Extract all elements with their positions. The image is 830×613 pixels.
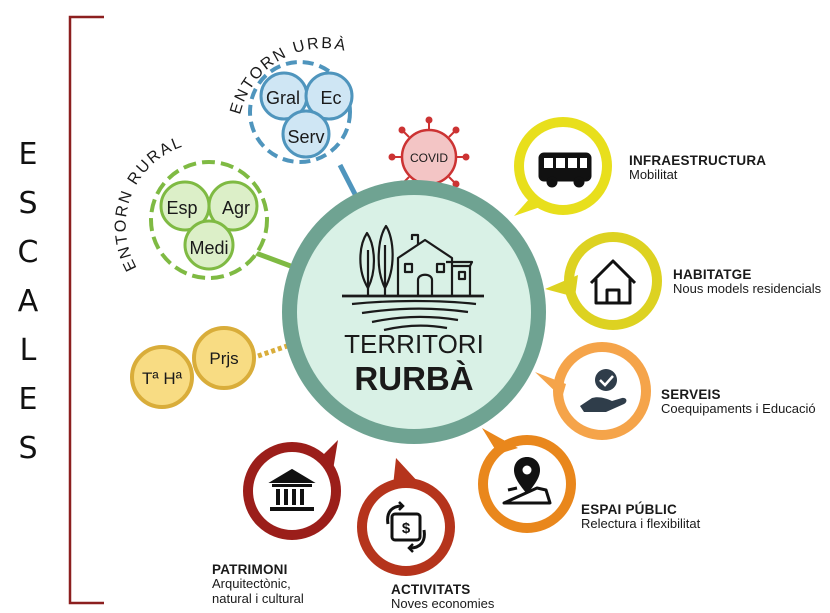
escales-letter: L [19,333,37,368]
escales-label: E S C A L E S [8,130,48,473]
label-patrimoni: PATRIMONI Arquitectònic, natural i cultu… [212,562,304,606]
label-title: HABITATGE [673,267,752,282]
label-subtitle: Mobilitat [629,167,678,183]
rural-esp-text: Esp [166,198,197,218]
history-projects-group: Tª Hª Prjs [130,326,256,409]
history-text: Tª Hª [142,369,183,388]
label-habitatge: HABITATGE Nous models residencials [673,267,821,297]
bus-icon [538,152,592,188]
label-title: PATRIMONI [212,562,288,577]
label-title: SERVEIS [661,387,721,402]
bubble-serveis [535,342,651,440]
connector-time [257,342,291,359]
urba-serv-text: Serv [287,127,324,147]
bubble-patrimoni [243,440,341,540]
territori-rurba-center: TERRITORI RURBÀ [282,180,546,444]
hand-check-icon [580,369,627,412]
projects-circle [192,326,256,390]
label-espai-public: ESPAI PÚBLIC Relectura i flexibilitat [581,502,700,532]
label-title: INFRAESTRUCTURA [629,153,767,168]
bubble-infraestructura [514,117,612,216]
label-subtitle: Coequipaments i Educació [661,401,816,417]
label-subtitle: Arquitectònic, [212,576,291,592]
entorn-rural-group: Esp Agr Medi ENTORN RURAL [113,134,269,280]
history-circle [130,345,194,409]
svg-text:$: $ [402,520,411,537]
center-line2: RURBÀ [354,360,473,397]
center-line1: TERRITORI [344,329,484,359]
bubble-habitatge [545,232,662,330]
house-icon [589,259,637,305]
label-activitats: ACTIVITATS Noves economies [391,582,494,612]
money-cycle-icon: $ [386,501,426,553]
bubble-activitats: $ [357,458,455,576]
covid-badge: COVID [388,116,470,198]
entorn-urba-group: Gral Ec Serv ENTORN URBÀ [227,34,354,164]
label-subtitle: Noves economies [391,596,495,612]
urba-ec-text: Ec [320,88,341,108]
label-subtitle: Nous models residencials [673,281,822,297]
projects-text: Prjs [209,349,238,368]
label-title: ACTIVITATS [391,582,471,597]
connector-rural [252,249,297,271]
center-inner-disc [297,195,531,429]
escales-letter: S [18,186,38,221]
temple-icon [268,468,316,511]
escales-letter: E [18,137,38,172]
escales-letter: A [17,284,39,319]
rural-medi-text: Medi [189,238,228,258]
escales-letter: C [17,235,39,270]
label-subtitle: Relectura i flexibilitat [581,516,701,532]
urba-circle-serv [281,109,331,159]
farmhouse-landscape-icon [342,224,484,332]
label-infraestructura: INFRAESTRUCTURA Mobilitat [629,153,766,183]
map-pin-icon [502,457,552,505]
label-serveis: SERVEIS Coequipaments i Educació [661,387,816,417]
rural-circle-medi [183,219,235,271]
escales-letter: S [18,431,38,466]
rural-agr-text: Agr [222,198,250,218]
label-subtitle: natural i cultural [212,590,304,606]
label-title: ESPAI PÚBLIC [581,502,677,517]
escales-letter: E [18,382,38,417]
scale-bracket [68,15,104,605]
covid-text: COVID [410,151,448,165]
urba-gral-text: Gral [266,88,300,108]
rural-circle-agr [207,180,259,232]
urba-circle-ec [304,71,354,121]
bubble-espai-public [478,428,576,533]
